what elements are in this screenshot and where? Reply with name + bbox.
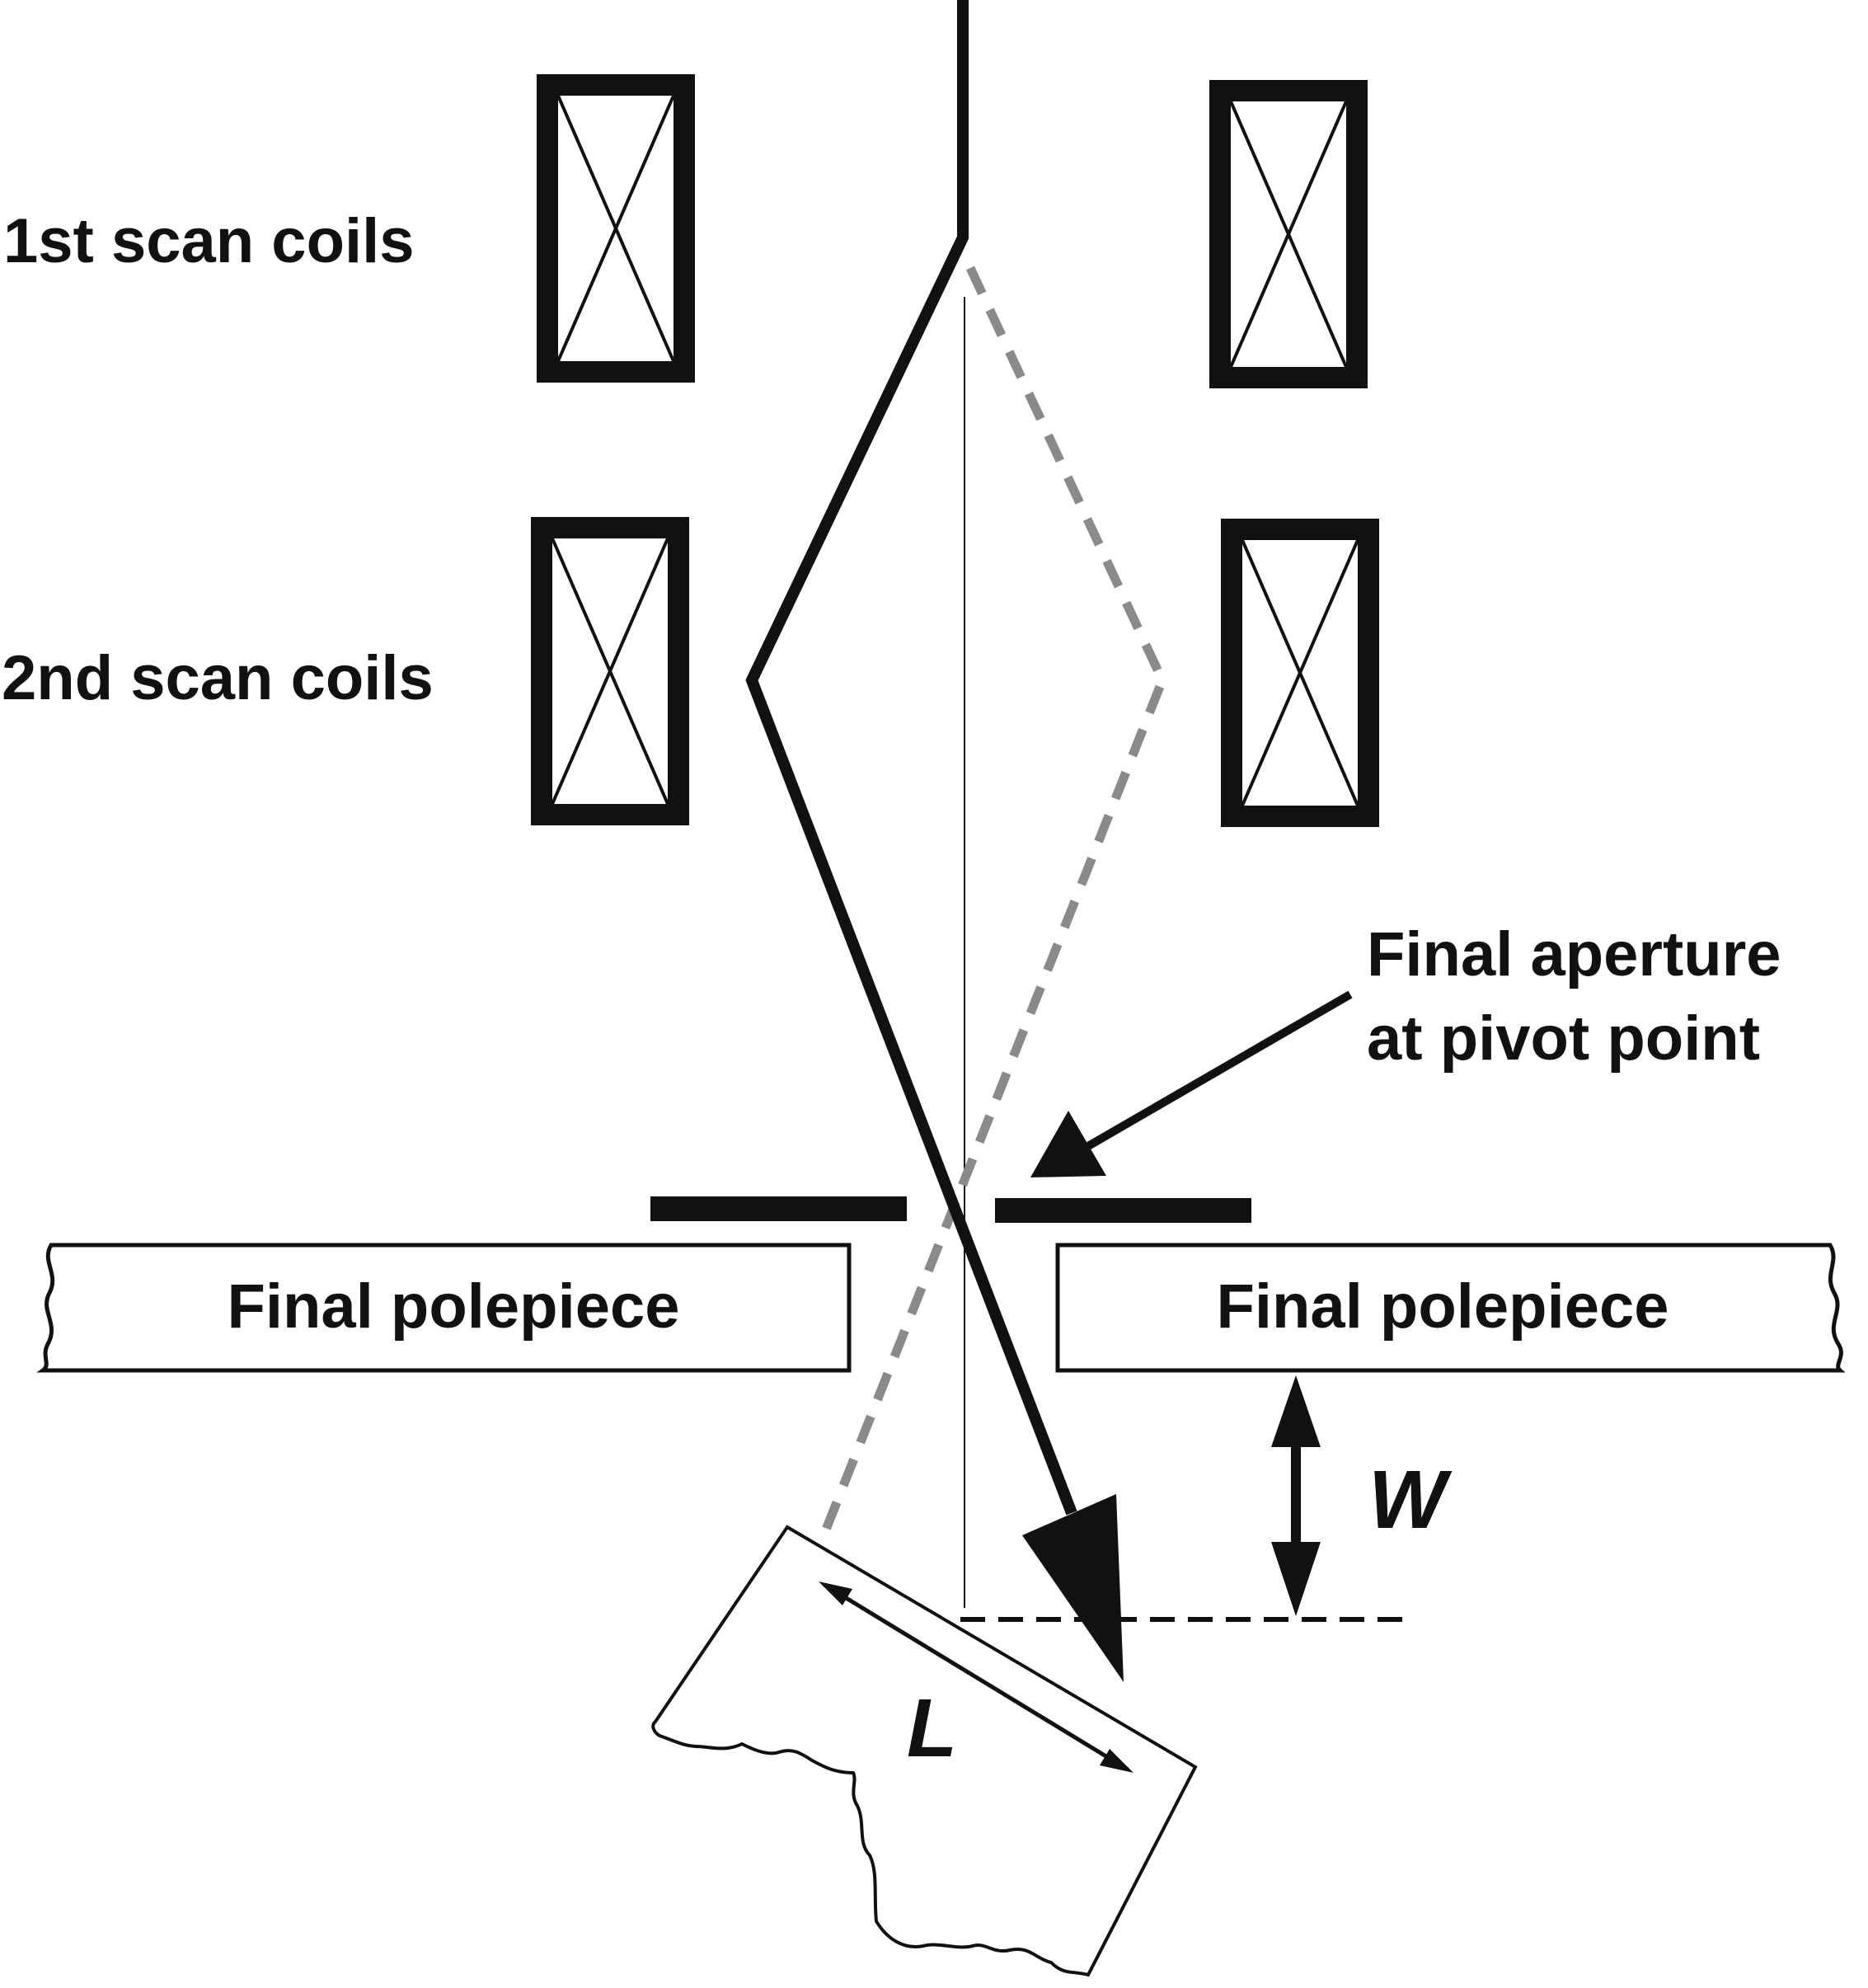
second-scan-coil-left [531,517,689,825]
first-scan-coil-right [1209,80,1368,388]
aperture-pointer-shaft [1086,990,1353,1150]
polepiece-right-label: Final polepiece [1216,1271,1669,1342]
scan-length-arrowhead-end [1100,1749,1133,1773]
scan-length-arrowhead-start [819,1581,852,1605]
first-scan-coil-left [537,74,695,383]
final-aperture-label-line1: Final aperture [1367,919,1781,989]
working-distance-arrow-down [1271,1542,1321,1616]
scan-length-label: L [907,1682,957,1774]
aperture-plate-left [650,1196,907,1221]
polepiece-right-block [1055,1243,1846,1373]
working-distance-label: W [1368,1454,1453,1546]
working-distance-arrow-up [1271,1375,1321,1447]
final-aperture-label-line2: at pivot point [1367,1003,1760,1074]
aperture-pointer-head [1030,1111,1106,1177]
specimen [651,1525,1198,1977]
beam-path [745,0,1077,1516]
first-scan-coils-label: 1st scan coils [3,206,415,276]
polepiece-left-block [36,1243,852,1373]
scan-length-arrow [823,1582,1129,1772]
deflected-ray-dashed [818,266,1167,1540]
beam-arrowhead [1022,1494,1124,1682]
second-scan-coils-label: 2nd scan coils [2,643,434,713]
polepiece-left-label: Final polepiece [227,1271,679,1342]
aperture-plate-right [995,1198,1251,1223]
second-scan-coil-right [1221,519,1379,827]
